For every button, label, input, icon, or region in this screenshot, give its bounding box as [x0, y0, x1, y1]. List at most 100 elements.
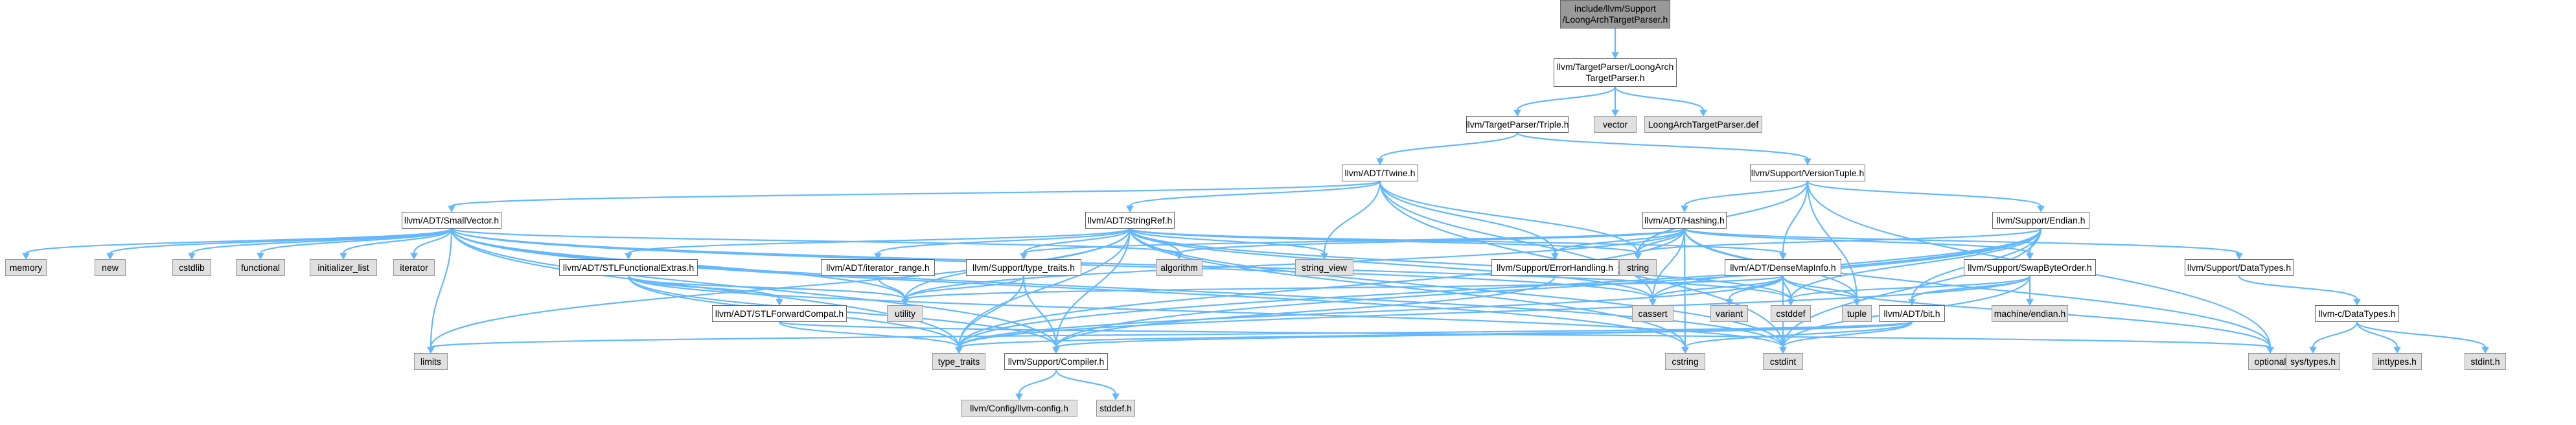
edge-hashing-algorithm: [1178, 227, 1686, 255]
edge-arrowhead: [1175, 253, 1183, 260]
edge-stringref-type_traits: [958, 228, 1131, 348]
node-label: llvm/TargetParser/LoongArch TargetParser…: [1556, 62, 1674, 83]
edge-triple-versiontuple: [1516, 132, 1809, 160]
node-tuple[interactable]: tuple: [1842, 305, 1872, 322]
node-label: llvm/ADT/iterator_range.h: [826, 262, 930, 273]
node-la-def[interactable]: LoongArchTargetParser.def: [1644, 116, 1762, 133]
node-swapbyte[interactable]: llvm/Support/SwapByteOrder.h: [1964, 259, 2096, 276]
edge-arrowhead: [2026, 299, 2034, 306]
edge-bit-limits: [430, 321, 1913, 349]
node-typetraits-h[interactable]: llvm/Support/type_traits.h: [966, 259, 1081, 276]
node-label: string_view: [1301, 262, 1348, 273]
node-variant[interactable]: variant: [1710, 305, 1748, 322]
node-cstddef[interactable]: cstddef: [1771, 305, 1811, 322]
edge-arrowhead: [2235, 253, 2243, 260]
node-new[interactable]: new: [95, 259, 126, 276]
edge-stringref-stlfunc: [627, 227, 1131, 255]
node-errhandling[interactable]: llvm/Support/ErrorHandling.h: [1491, 259, 1618, 276]
edge-arrowhead: [2353, 299, 2361, 306]
edge-arrowhead: [2037, 205, 2045, 213]
node-initializer-list[interactable]: initializer_list: [310, 259, 377, 276]
edge-arrowhead: [1376, 158, 1384, 166]
node-label: llvm/Support/Endian.h: [1996, 214, 2086, 225]
node-datatypes[interactable]: llvm/Support/DataTypes.h: [2185, 259, 2294, 276]
edge-arrowhead: [1611, 109, 1619, 117]
node-smallvector[interactable]: llvm/ADT/SmallVector.h: [402, 212, 501, 229]
edge-stringref-compiler: [1055, 228, 1131, 348]
node-memory[interactable]: memory: [5, 259, 47, 276]
node-vector[interactable]: vector: [1594, 116, 1637, 133]
node-endian[interactable]: llvm/Support/Endian.h: [1992, 212, 2089, 229]
edge-smallvector-cstring: [450, 228, 1686, 348]
node-cstdint[interactable]: cstdint: [1763, 353, 1803, 370]
node-systypes[interactable]: sys/types.h: [2286, 353, 2340, 370]
node-stringref[interactable]: llvm/ADT/StringRef.h: [1085, 212, 1175, 229]
node-machendian[interactable]: machine/endian.h: [1992, 305, 2068, 322]
edge-arrowhead: [339, 253, 347, 260]
edge-arrowhead: [1779, 253, 1787, 260]
node-cstdlib[interactable]: cstdlib: [172, 259, 211, 276]
node-llvmconfig[interactable]: llvm/Config/llvm-config.h: [961, 400, 1077, 417]
node-stddef[interactable]: stddef.h: [1096, 400, 1135, 417]
edge-stringref-cstddef: [1129, 228, 1792, 300]
node-densemapinfo[interactable]: llvm/ADT/DenseMapInfo.h: [1725, 259, 1841, 276]
edge-typetraits_h-utility: [904, 275, 1025, 300]
node-functional[interactable]: functional: [236, 259, 285, 276]
node-label: cassert: [1638, 308, 1668, 319]
node-twine[interactable]: llvm/ADT/Twine.h: [1342, 165, 1418, 181]
node-label: iterator: [400, 262, 428, 273]
node-label: algorithm: [1160, 262, 1198, 273]
node-inttypes[interactable]: inttypes.h: [2373, 353, 2422, 370]
edge-arrowhead: [901, 299, 909, 306]
edge-densemapinfo-cassert: [1651, 275, 1784, 300]
node-label: llvm/ADT/DenseMapInfo.h: [1730, 262, 1836, 273]
node-optional[interactable]: optional: [2248, 353, 2292, 370]
edge-c_datatypes-stdint: [2356, 321, 2487, 348]
node-string[interactable]: string: [1619, 259, 1657, 276]
node-algorithm[interactable]: algorithm: [1156, 259, 1202, 276]
edge-datatypes-c_datatypes: [2238, 275, 2358, 300]
node-stlfwd[interactable]: llvm/ADT/STLForwardCompat.h: [712, 305, 847, 322]
node-cassert[interactable]: cassert: [1632, 305, 1673, 322]
node-label: machine/endian.h: [1994, 308, 2066, 319]
edge-arrowhead: [1112, 393, 1120, 401]
node-label: type_traits: [937, 356, 980, 367]
edge-smallvector-limits: [430, 228, 453, 348]
node-bit[interactable]: llvm/ADT/bit.h: [1879, 305, 1945, 322]
node-label: string: [1626, 262, 1650, 273]
node-iterrange[interactable]: llvm/ADT/iterator_range.h: [821, 259, 935, 276]
node-utility[interactable]: utility: [887, 305, 923, 322]
edge-stlfwd-type_traits: [778, 321, 960, 349]
edge-endian-string: [1637, 227, 2042, 255]
edge-arrowhead: [1699, 109, 1707, 117]
node-triple[interactable]: llvm/TargetParser/Triple.h: [1466, 116, 1569, 133]
node-c-datatypes[interactable]: llvm-c/DataTypes.h: [2315, 305, 2399, 322]
edge-tp_la-la_def: [1614, 86, 1705, 111]
node-stlfunc[interactable]: llvm/ADT/STLFunctionalExtras.h: [559, 259, 698, 276]
edge-arrowhead: [1015, 393, 1023, 401]
node-limits[interactable]: limits: [414, 353, 448, 370]
node-compiler[interactable]: llvm/Support/Compiler.h: [1004, 353, 1108, 370]
node-cstring[interactable]: cstring: [1665, 353, 1705, 370]
node-tp-la[interactable]: llvm/TargetParser/LoongArch TargetParser…: [1554, 58, 1677, 87]
node-type-traits[interactable]: type_traits: [932, 353, 985, 370]
node-label: new: [102, 262, 119, 273]
edge-stringref-cstring: [1129, 228, 1686, 348]
edge-arrowhead: [874, 253, 882, 260]
edge-errhandling-compiler: [1055, 275, 1556, 348]
edge-smallvector-cstdint: [450, 228, 1784, 348]
node-versiontuple[interactable]: llvm/Support/VersionTuple.h: [1750, 165, 1865, 181]
node-hashing[interactable]: llvm/ADT/Hashing.h: [1642, 212, 1727, 229]
edge-triple-twine: [1379, 132, 1519, 159]
node-root[interactable]: include/llvm/Support /LoongArchTargetPar…: [1560, 0, 1670, 29]
node-iterator[interactable]: iterator: [393, 259, 435, 276]
edge-arrowhead: [2026, 253, 2034, 260]
edge-endian-type_traits: [958, 228, 2042, 348]
node-stdint[interactable]: stdint.h: [2465, 353, 2506, 370]
edge-typetraits_h-type_traits: [958, 275, 1025, 348]
node-string-view[interactable]: string_view: [1295, 259, 1353, 276]
edge-smallvector-algorithm: [450, 227, 1180, 255]
edge-smallvector-memory: [25, 227, 453, 255]
edge-twine-stringref: [1129, 180, 1381, 207]
edge-arrowhead: [1725, 299, 1733, 306]
